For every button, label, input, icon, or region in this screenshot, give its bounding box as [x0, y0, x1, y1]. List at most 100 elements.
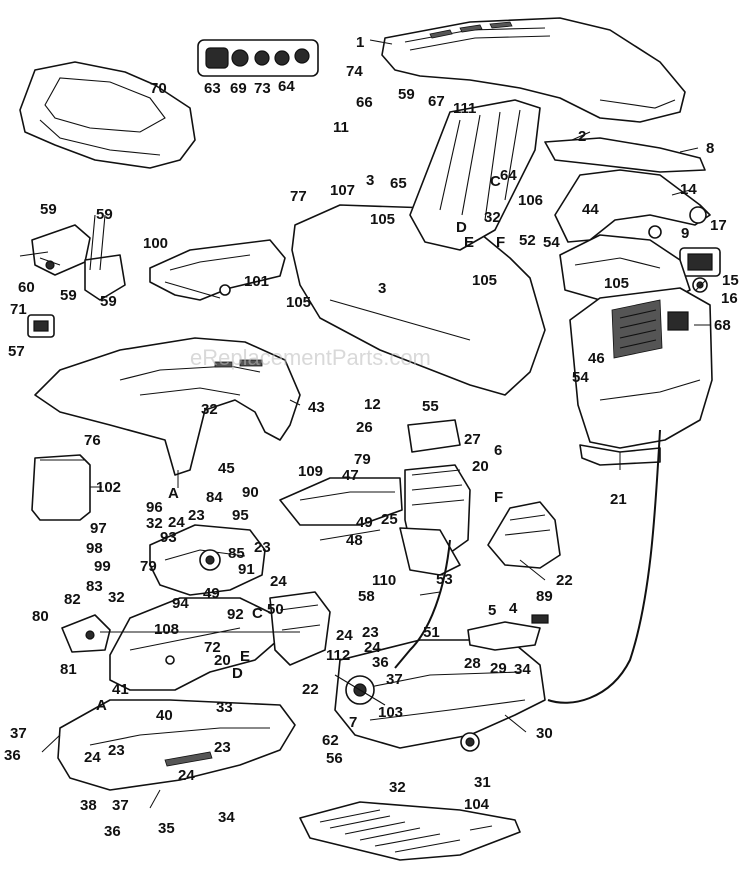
callout-16: 16 [721, 290, 738, 307]
callout-37: 37 [386, 671, 403, 688]
callout-40: 40 [156, 707, 173, 724]
callout-77: 77 [290, 188, 307, 205]
callout-49: 49 [203, 585, 220, 602]
callout-105: 105 [472, 272, 497, 289]
callout-26: 26 [356, 419, 373, 436]
callout-48: 48 [346, 532, 363, 549]
callout-85: 85 [228, 545, 245, 562]
callout-41: 41 [112, 681, 129, 698]
callout-112: 112 [326, 647, 350, 664]
callout-53: 53 [436, 571, 453, 588]
callout-55: 55 [422, 398, 439, 415]
callout-28: 28 [464, 655, 481, 672]
callout-3: 3 [378, 280, 386, 297]
steering-gear-assembly [149, 524, 266, 596]
interlock-switch-part [27, 314, 55, 338]
callout-23: 23 [362, 624, 379, 641]
callout-64: 64 [500, 167, 517, 184]
side-panel-part [109, 597, 279, 691]
front-bracket-part [487, 501, 561, 569]
callout-32: 32 [389, 779, 406, 796]
callout-63: 63 [204, 80, 221, 97]
step-plate-part [299, 801, 521, 861]
headlight-switch-part [679, 247, 721, 293]
callout-37: 37 [112, 797, 129, 814]
callout-letter-e: E [240, 648, 250, 665]
callout-9: 9 [681, 225, 689, 242]
callout-32: 32 [146, 515, 163, 532]
callout-5: 5 [488, 602, 496, 619]
callout-59: 59 [100, 293, 117, 310]
callout-letter-a: A [168, 485, 179, 502]
callout-17: 17 [710, 217, 727, 234]
callout-20: 20 [214, 652, 231, 669]
callout-54: 54 [543, 234, 560, 251]
callout-89: 89 [536, 588, 553, 605]
callout-21: 21 [610, 491, 627, 508]
key-switch-kit [197, 39, 319, 77]
callout-24: 24 [364, 639, 381, 656]
shift-rod [394, 539, 451, 669]
callout-labels: 1 2 3 3 4 5 6 7 8 9 11 12 14 15 16 17 20… [4, 34, 739, 840]
callout-35: 35 [158, 820, 175, 837]
seat-bracket-part [149, 239, 286, 301]
callout-23: 23 [188, 507, 205, 524]
mount-plate-part [279, 477, 403, 541]
callout-107: 107 [330, 182, 355, 199]
callout-52: 52 [519, 232, 536, 249]
callout-105: 105 [286, 294, 311, 311]
callout-97: 97 [90, 520, 107, 537]
callout-110: 110 [372, 572, 396, 589]
callout-76: 76 [84, 432, 101, 449]
callout-49: 49 [356, 514, 373, 531]
callout-59: 59 [398, 86, 415, 103]
callout-90: 90 [242, 484, 259, 501]
callout-67: 67 [428, 93, 445, 110]
steering-linkage-part [544, 137, 711, 243]
center-bracket-part [269, 591, 331, 666]
callout-58: 58 [358, 588, 375, 605]
callout-65: 65 [390, 175, 407, 192]
callout-letter-a: A [96, 697, 107, 714]
battery-box-part [31, 454, 91, 521]
callout-4: 4 [509, 600, 518, 617]
callout-27: 27 [464, 431, 481, 448]
callout-101: 101 [244, 273, 269, 290]
callout-45: 45 [218, 460, 235, 477]
callout-69: 69 [230, 80, 247, 97]
callout-44: 44 [582, 201, 599, 218]
callout-36: 36 [4, 747, 21, 764]
callout-72: 72 [204, 639, 221, 656]
callout-93: 93 [160, 529, 177, 546]
callout-47: 47 [342, 467, 359, 484]
callout-23: 23 [214, 739, 231, 756]
callout-46: 46 [588, 350, 605, 367]
callout-29: 29 [490, 660, 507, 677]
clip-part [467, 614, 549, 651]
chassis-frame-part [334, 639, 546, 752]
hood-part [381, 17, 686, 123]
callout-38: 38 [80, 797, 97, 814]
callout-34: 34 [514, 661, 531, 678]
callout-31: 31 [474, 774, 491, 791]
callout-36: 36 [104, 823, 121, 840]
callout-letter-f: F [496, 234, 505, 251]
fender-part [34, 337, 301, 476]
callout-92: 92 [227, 606, 244, 623]
callout-106: 106 [518, 192, 543, 209]
callout-36: 36 [372, 654, 389, 671]
callout-2: 2 [578, 128, 586, 145]
callout-24: 24 [178, 767, 195, 784]
callout-100: 100 [143, 235, 168, 252]
callout-50: 50 [267, 601, 284, 618]
callout-105: 105 [370, 211, 395, 228]
pulley-part [334, 674, 386, 706]
steering-frame-part [409, 99, 541, 251]
callout-25: 25 [381, 511, 398, 528]
callout-24: 24 [270, 573, 287, 590]
leader-lines [39, 39, 710, 831]
footrest-part [57, 699, 296, 791]
callout-3: 3 [366, 172, 374, 189]
callout-70: 70 [150, 80, 167, 97]
callout-64: 64 [278, 78, 295, 95]
